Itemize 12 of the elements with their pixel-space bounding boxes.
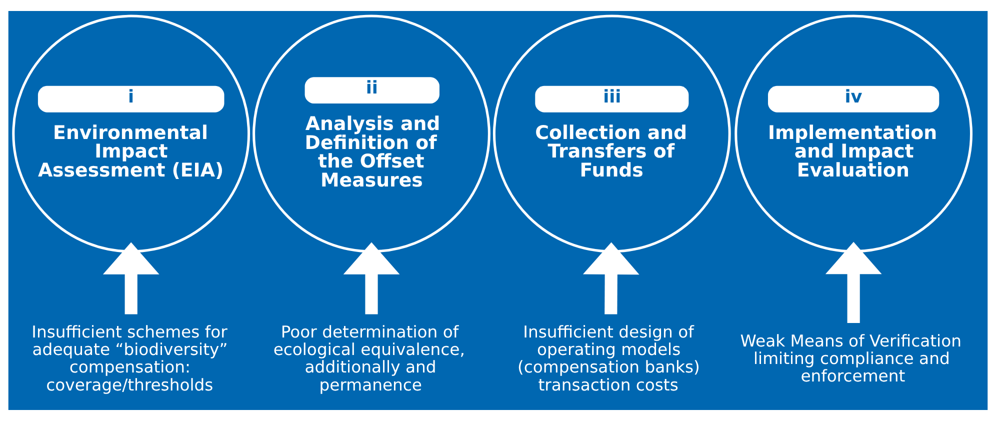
node-circle: iii Collection and Transfers of Funds <box>492 14 731 253</box>
arrow <box>582 242 640 314</box>
node-circle: iv Implementation and Impact Evaluation <box>734 14 973 253</box>
arrow <box>343 242 400 314</box>
node-text: Insufficient schemes for adequate “biodiversity” compensation: coverage/thresholds <box>32 322 228 394</box>
node-text: Insufficient design of operating models (compensation banks) transaction costs <box>518 322 700 394</box>
arrow <box>825 242 882 323</box>
node-text: Weak Means of Verification limiting compliance and enforcement <box>740 331 962 386</box>
node-circle: ii Analysis and Definition of the Offset Measures <box>252 14 490 253</box>
node-circle: i Environmental Impact Assessment (EIA) <box>12 14 250 253</box>
node-text: Poor determination of ecological equivalence, additionally and permanence <box>273 322 465 394</box>
arrow <box>102 242 160 314</box>
